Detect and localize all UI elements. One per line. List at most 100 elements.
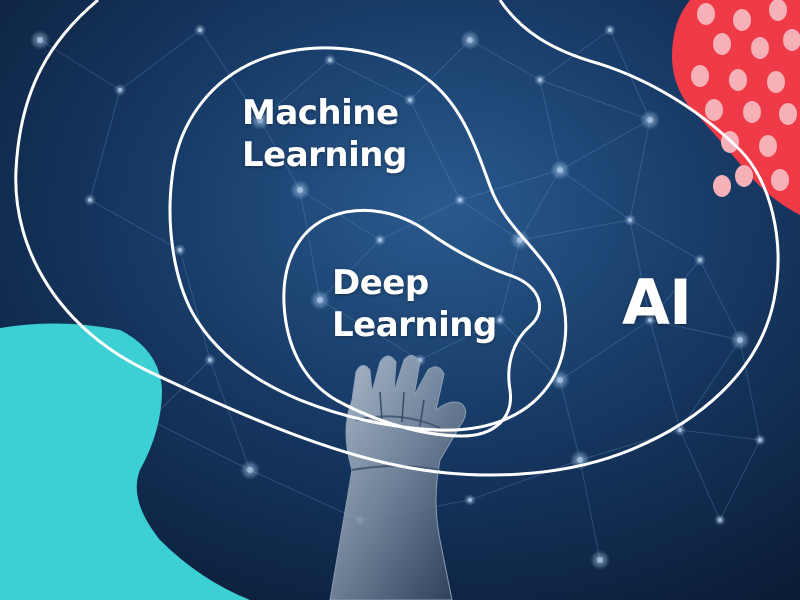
network-link [299,189,321,301]
machine-learning-boundary [168,46,568,432]
red-blob-dot [705,99,723,121]
network-link [459,169,561,201]
network-node [458,198,462,202]
network-link [409,39,471,101]
network-node [378,238,382,242]
network-node [538,78,542,82]
network-link [299,189,381,241]
deep-learning-boundary [282,208,542,438]
network-link [649,319,681,431]
network-link [629,119,651,221]
network-node [737,337,743,343]
red-blob-dot [779,103,797,125]
network-node [678,428,682,432]
network-link [519,219,631,241]
network-node [257,117,263,123]
network-node [247,467,253,473]
network-node [698,258,702,262]
network-node [467,37,473,43]
network-link [89,89,121,201]
network-node [517,237,523,243]
machine-learning-label-line-1: Machine [242,93,399,133]
ai-outer-boundary [14,0,780,477]
machine-learning-label-line-2: Learning [242,135,407,175]
machine-learning-label: Machine Learning [242,92,407,176]
red-blob-dot [735,165,753,187]
network-link [459,199,521,241]
network-node [198,28,202,32]
network-link [469,39,541,81]
ai-label: AI [622,266,692,339]
network-link [319,299,421,361]
network-link [119,29,201,91]
network-link [209,359,251,471]
network-node [557,167,563,173]
network-link [559,119,651,171]
network-link [559,379,581,461]
network-link [679,429,721,521]
network-link [579,459,601,561]
red-blob-dot [691,65,709,87]
network-link [649,259,701,321]
network-node [647,117,653,123]
network-link [519,169,561,241]
network-node [178,248,182,252]
network-node [88,198,92,202]
network-link [149,419,251,471]
network-link [679,339,741,431]
network-link [699,259,741,341]
network-link [719,439,761,521]
network-node [208,358,212,362]
network-link [419,319,501,361]
network-link [499,319,561,381]
network-node [297,187,303,193]
network-node [577,457,583,463]
red-blob-dot [783,29,800,51]
red-blob-dot [729,69,747,91]
red-blob-dot [751,37,769,59]
network-link [259,59,331,121]
red-blob-dot [767,71,785,93]
network-node [118,88,122,92]
network-node [648,318,652,322]
network-node [557,377,563,383]
deep-learning-label: Deep Learning [332,262,497,346]
network-node [328,58,332,62]
network-node [628,218,632,222]
network-node [498,318,502,322]
network-link [409,99,461,201]
network-link [649,319,741,341]
network-node [597,557,603,563]
red-blob-dot [769,0,787,21]
red-blob-dot [713,175,731,197]
network-link [329,59,411,101]
deep-learning-label-line-1: Deep [332,263,429,303]
network-link [679,429,761,441]
red-blob-dot [713,33,731,55]
network-link [379,199,461,241]
deep-learning-label-line-2: Learning [332,305,497,345]
red-dotted-decorative-blob [672,0,800,215]
red-blob-dot [743,101,761,123]
red-blob-dot [697,3,715,25]
red-blob-dot [733,9,751,31]
network-link [559,319,651,381]
network-node [408,98,412,102]
network-link [539,79,561,171]
network-link [249,469,361,521]
network-link [89,199,181,251]
network-link [629,219,651,321]
network-node [468,498,472,502]
network-node [317,297,323,303]
network-link [319,239,381,301]
red-blob-dot [771,169,789,191]
network-link [179,249,211,361]
network-node [608,28,612,32]
network-node [758,438,762,442]
teal-decorative-blob [0,323,250,600]
network-link [539,79,651,121]
network-link [259,119,301,191]
network-link [739,339,761,441]
network-link [499,239,521,321]
